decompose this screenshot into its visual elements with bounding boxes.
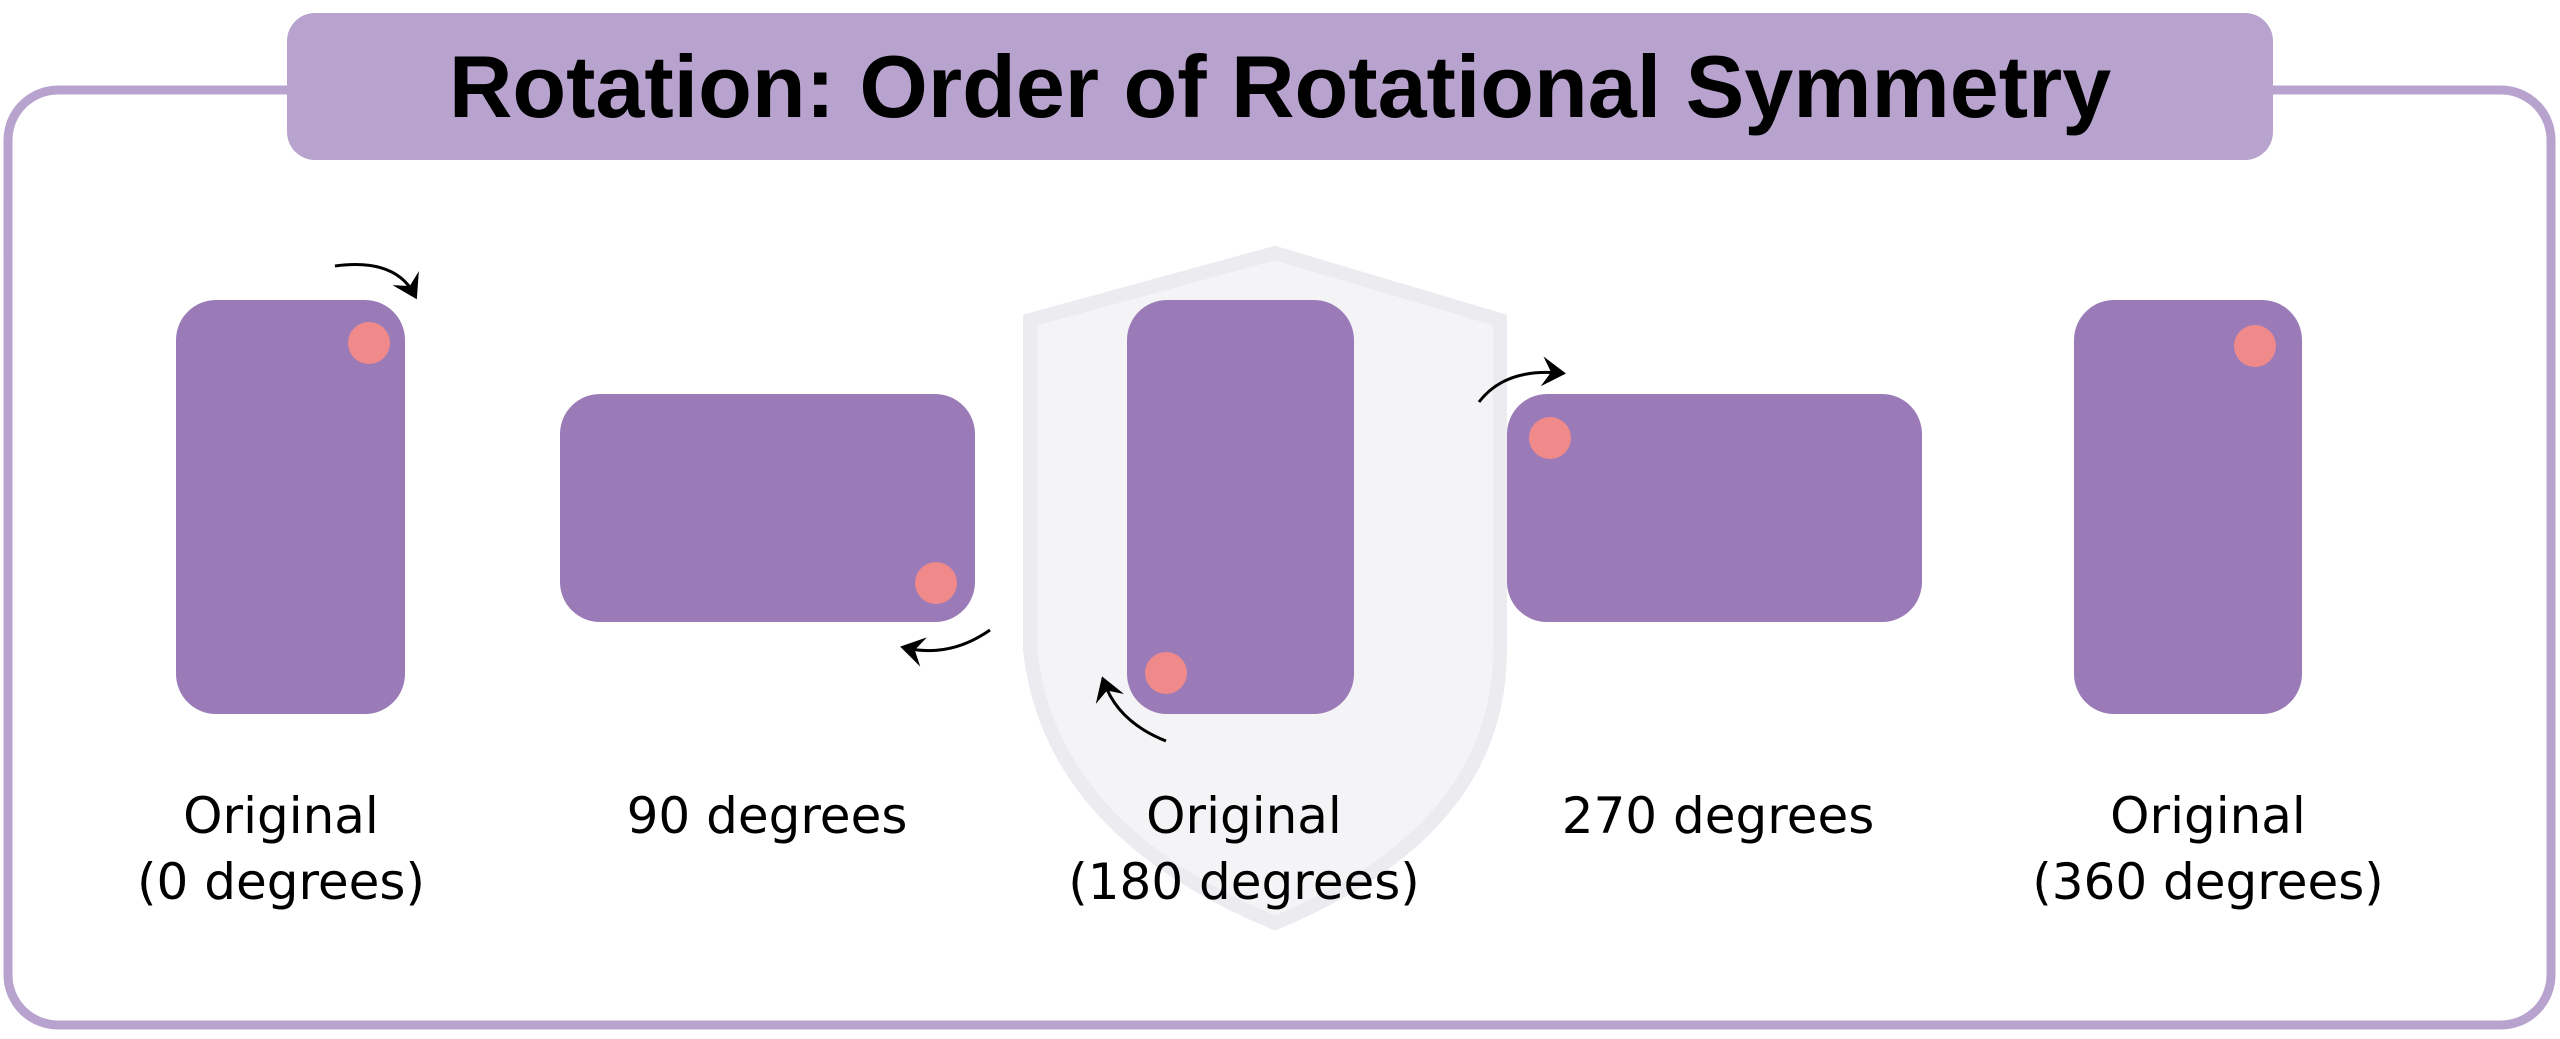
label-line2: (360 degrees) (2032, 853, 2384, 911)
marker-dot (2234, 325, 2276, 367)
stage-label-360: Original (360 degrees) (2018, 783, 2398, 915)
label-line1: 270 degrees (1561, 787, 1875, 845)
stage-label-0: Original (0 degrees) (91, 783, 471, 915)
rotation-arrow-icon (1477, 356, 1566, 403)
rotation-arrow-icon (900, 628, 991, 667)
shape-rotated-180 (1127, 300, 1354, 714)
label-line1: 90 degrees (626, 787, 908, 845)
stage-label-180: Original (180 degrees) (1054, 783, 1434, 915)
marker-dot (1529, 417, 1571, 459)
page-title: Rotation: Order of Rotational Symmetry (287, 13, 2273, 160)
stage-label-90: 90 degrees (577, 783, 957, 849)
marker-dot (1145, 652, 1187, 694)
shape-original-0 (176, 300, 405, 714)
label-line2: (0 degrees) (137, 853, 425, 911)
marker-dot (915, 562, 957, 604)
label-line1: Original (2110, 787, 2306, 845)
marker-dot (348, 322, 390, 364)
rotation-arrow-icon (1095, 676, 1167, 743)
label-line2: (180 degrees) (1068, 853, 1420, 911)
shape-rotated-270 (1507, 394, 1922, 622)
stage-label-270: 270 degrees (1528, 783, 1908, 849)
label-line1: Original (1146, 787, 1342, 845)
rotation-arrow-icon (334, 263, 419, 300)
label-line1: Original (183, 787, 379, 845)
shape-original-360 (2074, 300, 2302, 714)
shape-rotated-90 (560, 394, 975, 622)
